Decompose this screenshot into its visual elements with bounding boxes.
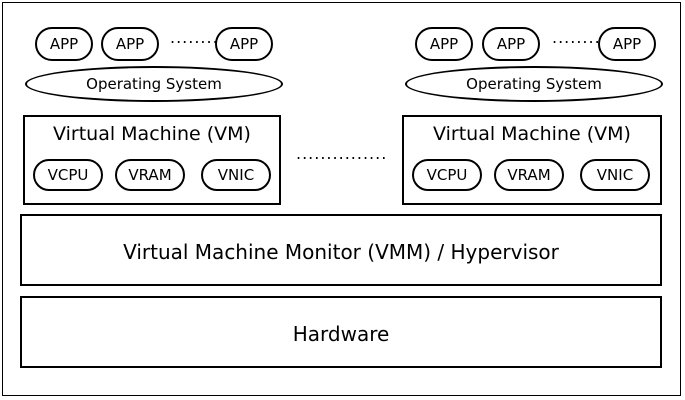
left-vm-title: Virtual Machine (VM) [53,123,251,145]
right-vnic: VNIC [580,159,650,191]
right-app-1: APP [415,27,473,61]
right-vram: VRAM [494,159,564,191]
right-vcpu: VCPU [412,159,482,191]
left-vnic: VNIC [201,159,271,191]
left-app-3: APP [215,27,273,61]
right-app-ellipsis: ........ [552,28,601,47]
right-app-3: APP [598,27,656,61]
left-os: Operating System [25,66,283,102]
left-app-1: APP [35,27,93,61]
right-vm-title: Virtual Machine (VM) [433,123,631,145]
diagram-frame [2,2,681,396]
left-app-ellipsis: ........ [170,28,219,47]
hardware-layer: Hardware [20,296,662,368]
hypervisor-layer: Virtual Machine Monitor (VMM) / Hypervis… [20,214,662,286]
hypervisor-label: Virtual Machine Monitor (VMM) / Hypervis… [123,240,559,264]
right-os: Operating System [405,66,663,102]
left-vram: VRAM [115,159,185,191]
left-vcpu: VCPU [33,159,103,191]
right-vm-box: Virtual Machine (VM) VCPU VRAM VNIC [402,115,662,205]
right-app-2: APP [482,27,540,61]
hardware-label: Hardware [292,322,390,346]
left-app-2: APP [101,27,159,61]
left-vm-box: Virtual Machine (VM) VCPU VRAM VNIC [23,115,281,205]
vm-ellipsis: ............... [296,144,388,163]
